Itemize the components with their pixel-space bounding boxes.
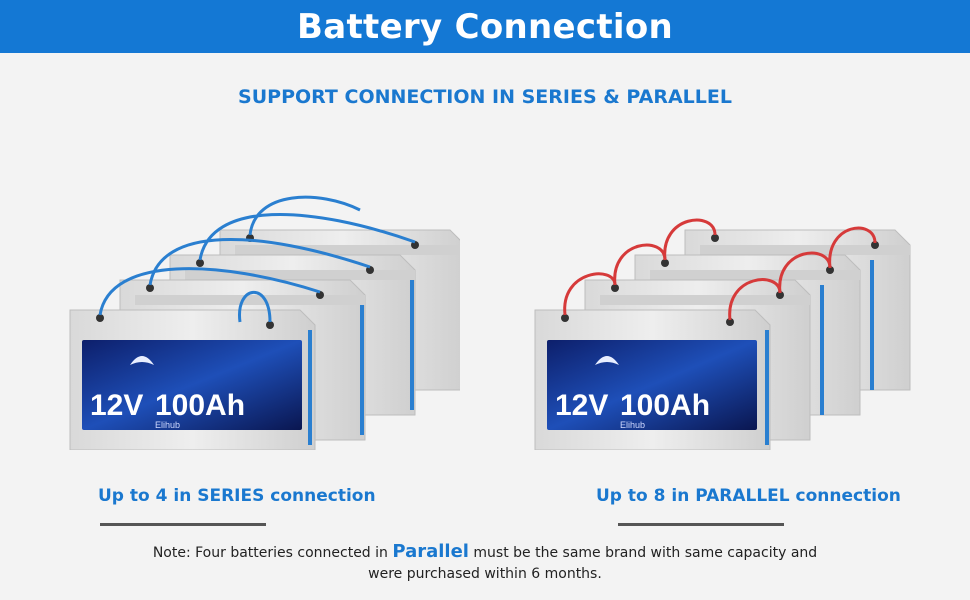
page-title: Battery Connection xyxy=(297,6,673,47)
battery-front: 12V 100Ah Elihub xyxy=(69,309,316,450)
battery-voltage-label: 12V xyxy=(90,389,143,422)
note-prefix: Note: Four batteries connected in xyxy=(152,545,393,561)
parallel-battery-illustration: 12V 100Ah Elihub xyxy=(525,150,925,450)
battery-voltage-label: 12V xyxy=(555,389,608,422)
note-line2: were purchased within 6 months. xyxy=(368,566,602,582)
battery-front: 12V 100Ah Elihub xyxy=(534,309,771,450)
phoenix-logo-icon xyxy=(130,356,154,365)
note-text: Note: Four batteries connected in Parall… xyxy=(0,541,970,585)
series-divider xyxy=(100,523,266,526)
parallel-divider xyxy=(618,523,784,526)
parallel-caption: Up to 8 in PARALLEL connection xyxy=(596,486,901,506)
battery-brand-label: Elihub xyxy=(155,420,180,430)
battery-brand-label: Elihub xyxy=(620,420,645,430)
series-caption: Up to 4 in SERIES connection xyxy=(98,486,376,506)
parallel-cables xyxy=(563,218,877,321)
title-banner: Battery Connection xyxy=(0,0,970,53)
series-battery-illustration: 12V 100Ah Elihub xyxy=(60,150,460,450)
series-cables xyxy=(98,195,416,323)
note-suffix: must be the same brand with same capacit… xyxy=(468,545,818,561)
phoenix-logo-icon xyxy=(595,356,619,365)
battery-capacity-label: 100Ah xyxy=(620,389,710,422)
subtitle: SUPPORT CONNECTION IN SERIES & PARALLEL xyxy=(238,86,732,108)
note-highlight: Parallel xyxy=(392,541,469,562)
battery-capacity-label: 100Ah xyxy=(155,389,245,422)
